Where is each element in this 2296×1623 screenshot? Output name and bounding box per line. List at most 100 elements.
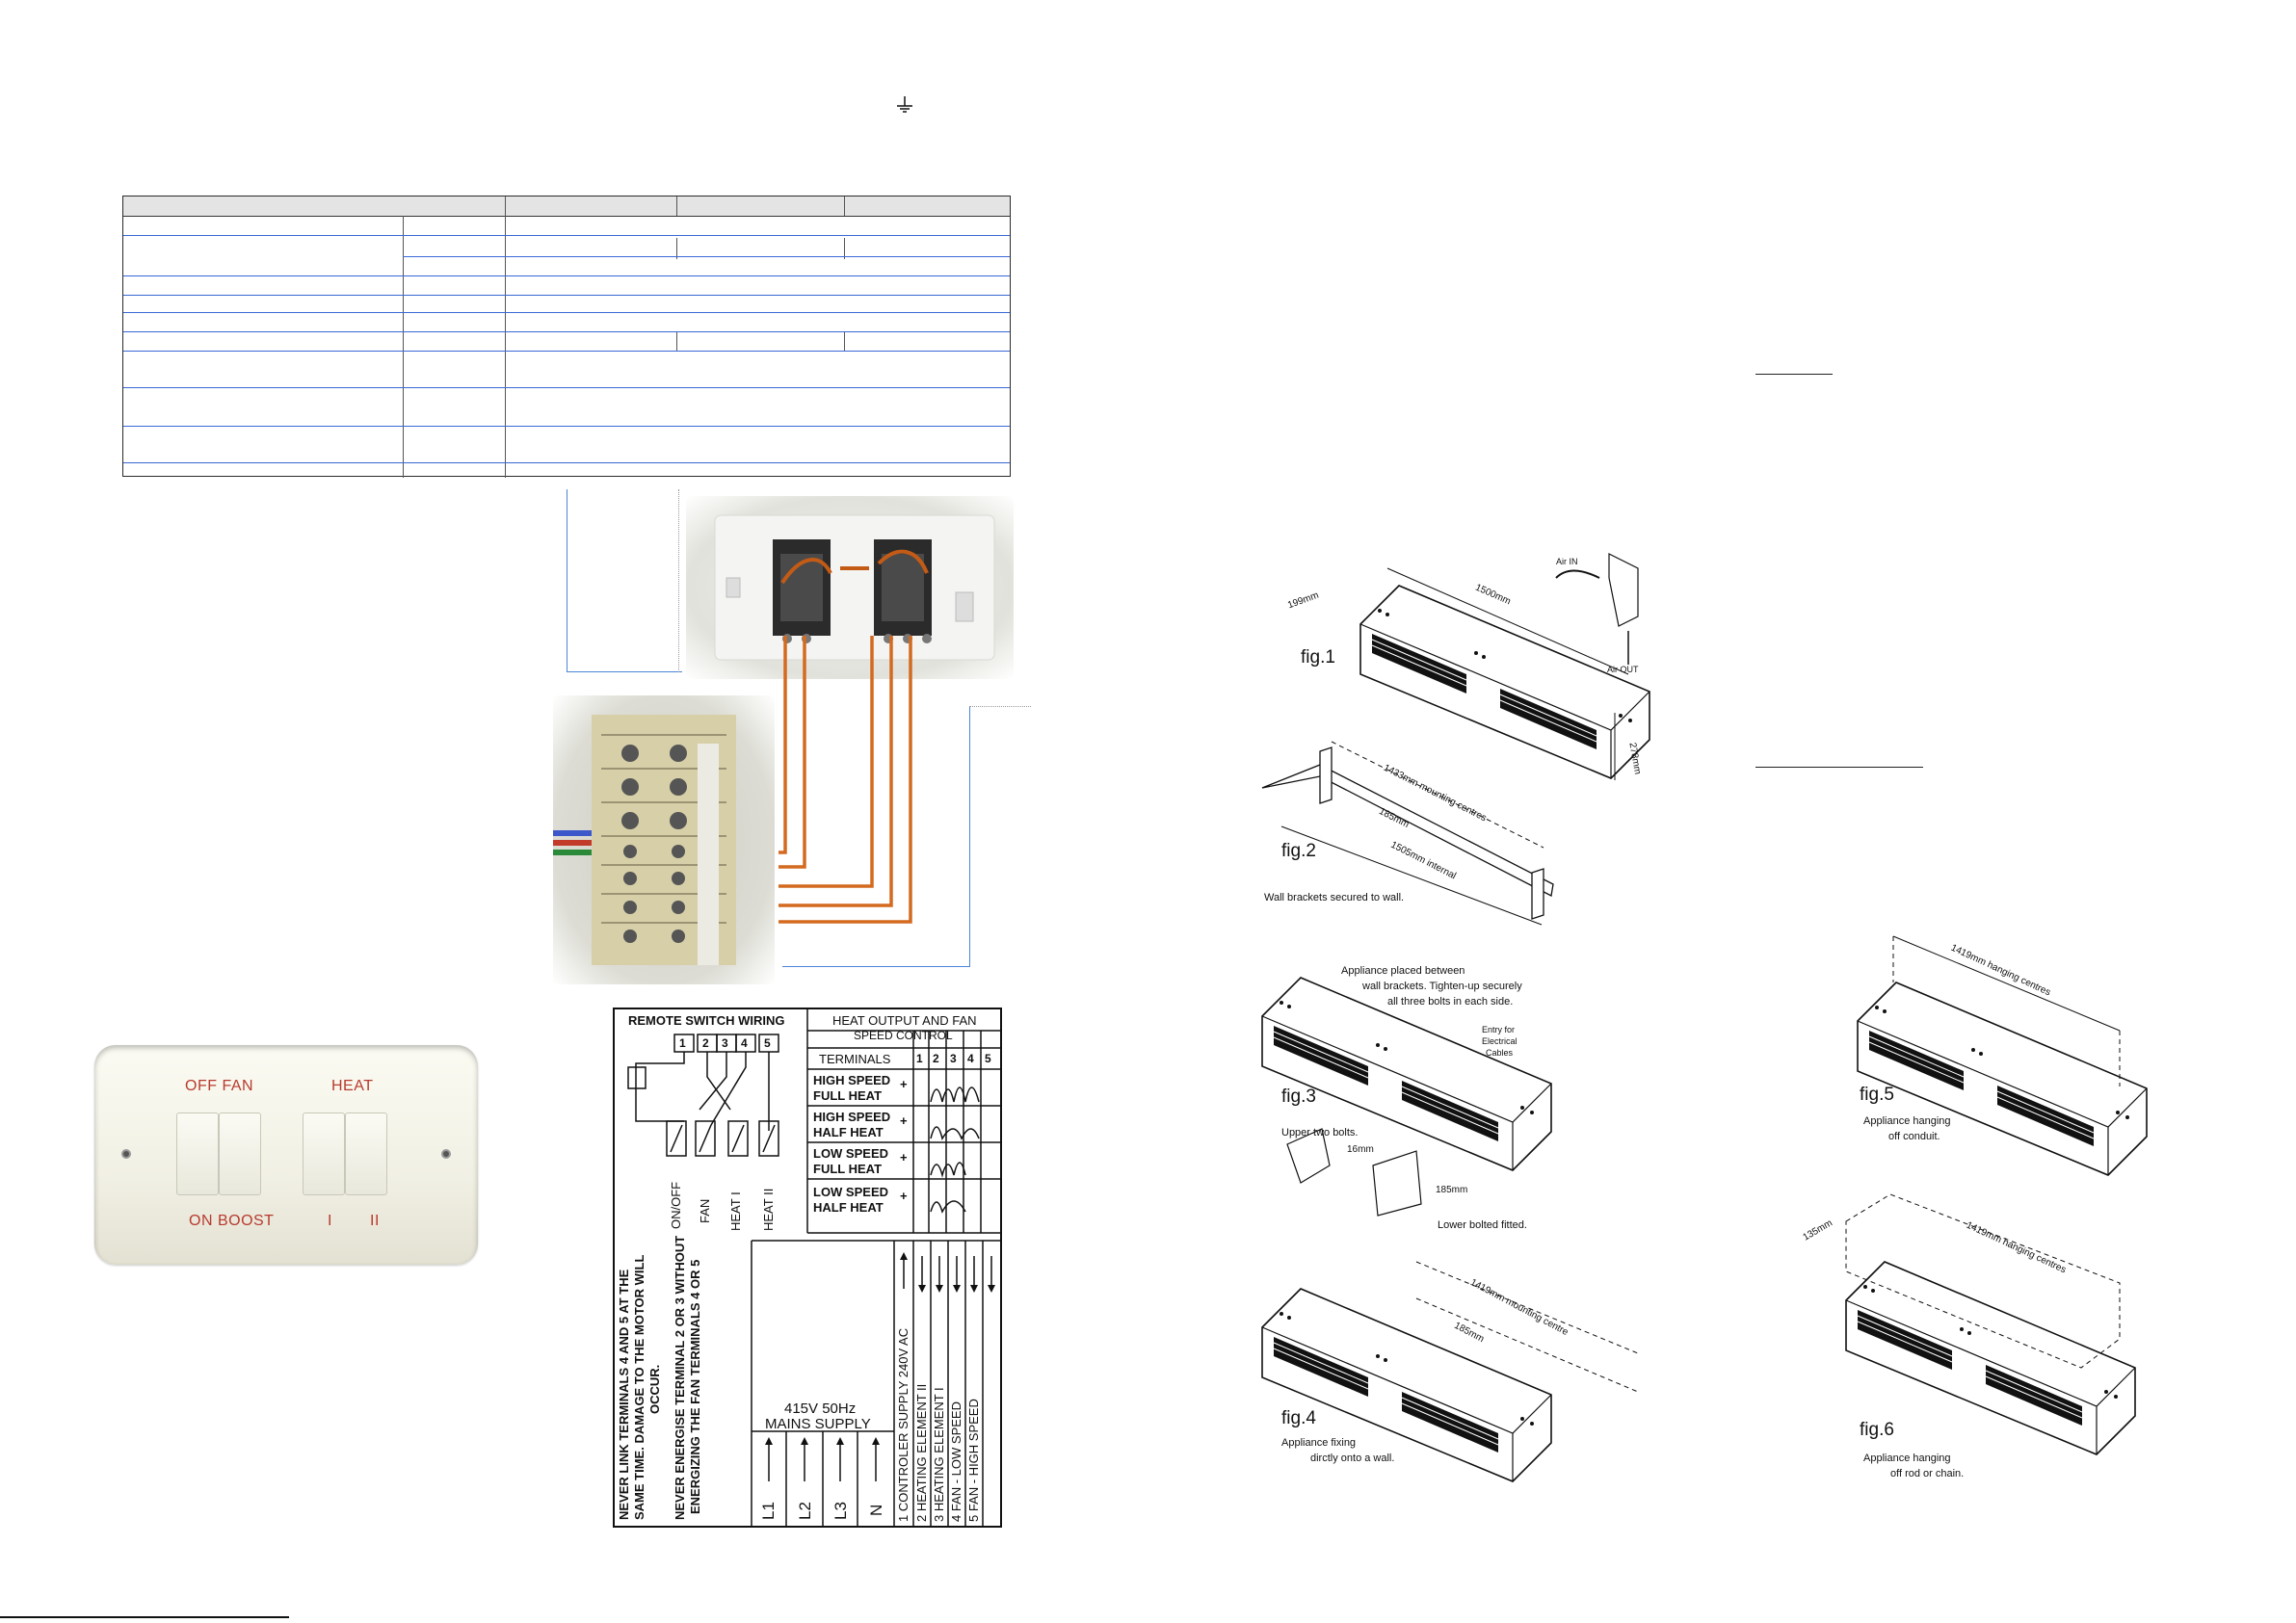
bolt-detail-lower [1372,1150,1422,1217]
fig5-note: off conduit. [1888,1131,1940,1142]
switch-back-photo [686,496,1014,679]
switch-rocker-heat-1[interactable] [303,1113,345,1195]
guide-line [782,966,970,967]
air-in-arrow-icon [1555,569,1600,579]
fig3-entry: Cables [1486,1048,1514,1058]
spec-row-line [123,295,1010,296]
mains-supply: MAINS SUPPLY [765,1416,871,1432]
footnote-rule [0,1616,289,1618]
wiring-title-left: REMOTE SWITCH WIRING [628,1013,785,1028]
spec-row-line [123,426,1010,427]
terminal-block-photo [553,695,775,984]
fig4-label: fig.4 [1281,1408,1316,1428]
dimension-line [1331,741,1544,849]
spec-row-line [123,351,1010,352]
guide-line [567,671,682,672]
wall-bracket-drawing [1261,764,1554,897]
switch-back-illustration [714,514,995,661]
mode-plus: + [900,1077,908,1091]
fig3-lower-bolt: Lower bolted fitted. [1438,1219,1527,1231]
spec-row-line [123,312,1010,313]
fig3-note: Appliance placed between [1341,965,1465,977]
switch-label-ii: II [370,1213,380,1229]
screw-icon [441,1149,451,1159]
fig3-entry: Electrical [1482,1036,1517,1046]
spec-col-divider [505,196,506,216]
fig4-note: dirctly onto a wall. [1310,1453,1395,1464]
mode-line-1: HIGH SPEED [813,1073,891,1087]
switch-rocker-fan-boost[interactable] [219,1113,261,1195]
spec-row-line [403,256,1010,257]
spec-col-divider [844,238,845,259]
spec-row-line [123,387,1010,388]
mode-plus: + [900,1150,908,1165]
fig3-note: wall brackets. Tighten-up securely [1362,981,1522,992]
spec-col-divider [403,216,404,478]
wiring-title-right: HEAT OUTPUT AND FAN [832,1013,977,1028]
heater-fig5-drawing [1857,982,2148,1176]
guide-line [678,489,679,672]
fig3-dim-185: 185mm [1436,1185,1468,1195]
wire [779,636,874,888]
dimension-line [1386,567,1629,675]
dimension-line [1415,1261,1639,1354]
terminal-col: 2 [933,1052,939,1065]
spec-col-divider [676,238,677,259]
mains-voltage: 415V 50Hz [784,1400,857,1417]
switch-label-i: I [328,1213,332,1229]
bracket-ends [1319,746,1544,920]
wiring-diagram-lines [627,1009,1000,1526]
fig3-label: fig.3 [1281,1086,1316,1107]
mode-line-2: HALF HEAT [813,1125,884,1139]
mode-plus: + [900,1189,908,1203]
spec-col-divider [844,196,845,216]
wire [779,636,912,924]
fig5-note: Appliance hanging [1863,1115,1951,1127]
fig3-entry: Entry for [1482,1025,1516,1034]
spec-col-divider [676,196,677,216]
switch-label-on-boost: ON BOOST [189,1213,275,1229]
fig4-note: Appliance fixing [1281,1437,1357,1449]
fig3-note: all three bolts in each side. [1387,996,1514,1008]
terminal-block-illustration [553,715,736,965]
switch-rocker-on-off[interactable] [176,1113,219,1195]
heater-fig1-drawing [1359,585,1650,779]
wiring-title-right-2: SPEED CONTROL [854,1029,953,1042]
bolt-detail-upper [1286,1128,1331,1184]
switch-label-heat: HEAT [331,1078,374,1094]
wire [779,636,806,869]
switch-rocker-heat-2[interactable] [345,1113,387,1195]
terminal-number: 5 [764,1036,771,1050]
terminal-col: 3 [950,1052,957,1065]
spec-col-divider [676,331,677,351]
fig6-label: fig.6 [1860,1420,1894,1440]
mode-line-2: FULL HEAT [813,1088,883,1103]
terminal-col: 1 [916,1052,923,1065]
spec-col-divider [505,216,506,478]
specification-table [122,196,1011,478]
terminal-number: 3 [722,1036,728,1050]
switch-label-off-fan: OFF FAN [185,1078,254,1094]
earth-symbol-icon [897,96,912,113]
airflow-sideview [1608,553,1639,627]
screw-icon [121,1149,131,1159]
spec-row-line [123,462,1010,463]
spec-col-divider [844,331,845,351]
terminal-col: 5 [985,1052,991,1065]
wire [779,636,787,854]
terminals-label: TERMINALS [819,1052,891,1066]
fig1-label: fig.1 [1301,647,1335,668]
heading-underline [1755,767,1923,768]
spec-row-line [123,275,1010,276]
mode-line-1: LOW SPEED [813,1185,889,1199]
spec-row-line [123,331,1010,332]
guide-line [969,706,1031,707]
terminal-number: 4 [741,1036,748,1050]
heading-underline [1755,374,1833,375]
wiring-diagram: REMOTE SWITCH WIRING HEAT OUTPUT AND FAN… [613,1008,1002,1528]
mode-line-1: HIGH SPEED [813,1110,891,1124]
fig3-dim-16: 16mm [1347,1144,1374,1155]
dimension-line [1892,935,2121,1032]
fig5-label: fig.5 [1860,1085,1894,1105]
